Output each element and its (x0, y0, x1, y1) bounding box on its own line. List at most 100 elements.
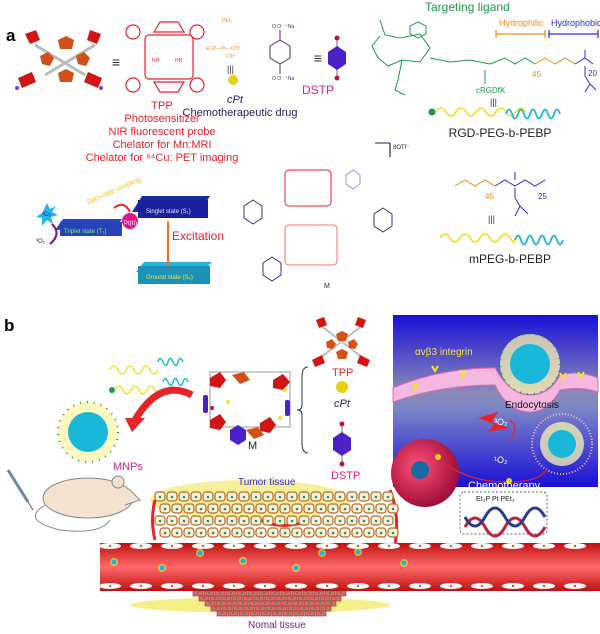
tumor-cell (154, 515, 166, 526)
normal-cell (293, 610, 305, 617)
tumor-cell (291, 503, 303, 514)
normal-cell (280, 590, 292, 597)
normal-cell (242, 595, 254, 602)
normal-cell (260, 610, 272, 617)
endothelial-cell (254, 543, 276, 549)
normal-cell (253, 595, 265, 602)
tumor-cell (346, 491, 358, 502)
syringe-icon (6, 469, 34, 511)
tumor-cell (183, 527, 195, 538)
jablonski-diagram (36, 196, 212, 284)
tumor-cell (243, 503, 255, 514)
normal-cell (236, 590, 248, 597)
crgdfk-label: cRGDfK (476, 86, 506, 95)
normal-cell (282, 610, 294, 617)
circulating-mnp (158, 564, 166, 572)
endothelial-cell (378, 583, 400, 589)
triplet-oxygen-label-b: ³O₂ (494, 417, 508, 427)
counterion-label: 8OTf⁻ (393, 145, 410, 151)
peg-repeat-2: 45 (485, 192, 494, 201)
endothelial-cell (409, 543, 431, 549)
svg-text:|||: ||| (488, 214, 495, 224)
tumor-cell (387, 503, 399, 514)
ground-state-label: Ground state (S₀) (146, 275, 193, 281)
endothelial-cell (533, 583, 555, 589)
triplet-oxygen-label-a: ³O₂ (36, 239, 45, 245)
tpp-role-nir-probe: NIR fluorescent probe (108, 126, 216, 138)
normal-cell (238, 610, 250, 617)
cpt-sphere (336, 381, 348, 393)
endothelial-cell (471, 583, 493, 589)
normal-cell (298, 605, 310, 612)
normal-cell (243, 605, 255, 612)
tumor-cell (334, 515, 346, 526)
endothelial-cell (440, 583, 462, 589)
tumor-cell (159, 527, 171, 538)
dstp-3d-model-b (333, 421, 351, 467)
tumor-cell (207, 527, 219, 538)
tumor-cell (231, 527, 243, 538)
svg-text:OTf: OTf (226, 54, 235, 60)
tumor-cell (298, 491, 310, 502)
endothelial-cell (316, 583, 338, 589)
dstp-label: DSTP (302, 83, 335, 97)
tumor-cell (214, 491, 226, 502)
normal-cell (297, 595, 309, 602)
cpt-label-b: cPt (334, 398, 350, 410)
normal-cell (203, 590, 215, 597)
normal-cell (286, 595, 298, 602)
tumor-cell (310, 491, 322, 502)
endothelial-cell (316, 543, 338, 549)
tumor-cell (334, 491, 346, 502)
tumor-cell (315, 527, 327, 538)
tumor-cell (327, 527, 339, 538)
tpp-role-mri: Chelator for Mn:MRI (112, 139, 212, 151)
tumor-cell (363, 527, 375, 538)
tumor-cell (207, 503, 219, 514)
svg-text:O O⁻ ⁺Na: O O⁻ ⁺Na (272, 76, 294, 82)
macrocycle-m-structure (243, 169, 393, 282)
tumor-cell (195, 527, 207, 538)
tumor-cell (255, 527, 267, 538)
normal-tissue-cells (192, 590, 347, 617)
normal-cell (249, 610, 261, 617)
normal-cell (254, 605, 266, 612)
endothelial-cells (99, 543, 586, 589)
circulating-mnp (400, 559, 408, 567)
cpt-description: Chemotherapeutic drug (182, 107, 298, 119)
tumor-cell (303, 527, 315, 538)
tumor-cell (166, 515, 178, 526)
normal-cell (264, 595, 276, 602)
tumor-cell (202, 515, 214, 526)
circulating-mnp (196, 549, 204, 557)
tumor-cell (346, 515, 358, 526)
normal-cell (210, 605, 222, 612)
mpeg-polymer-cartoon (439, 233, 564, 246)
tumor-cell (154, 491, 166, 502)
tumor-cell (339, 503, 351, 514)
singlet-oxygen-label-a: ¹O₂ (42, 212, 51, 218)
tumor-cell (190, 515, 202, 526)
normal-cell (304, 610, 316, 617)
tumor-cell (327, 503, 339, 514)
tumor-cell (274, 491, 286, 502)
tumor-cell (382, 515, 394, 526)
blood-vessel (100, 543, 600, 591)
tumor-cell (231, 503, 243, 514)
tumor-cell (238, 491, 250, 502)
pebp-repeat-1: 20 (588, 69, 597, 78)
mpeg-pebp-structure (454, 172, 546, 217)
tumor-cell (358, 515, 370, 526)
tumor-cell (382, 491, 394, 502)
tumor-cell (298, 515, 310, 526)
tumor-cell (286, 515, 298, 526)
svg-text:PEt₃: PEt₃ (222, 18, 232, 24)
svg-text:|||: ||| (490, 97, 497, 107)
tumor-cell (279, 527, 291, 538)
component-brace (296, 366, 309, 454)
tpp-3d-model-b (312, 317, 370, 367)
normal-cell (287, 605, 299, 612)
svg-text:|||: ||| (227, 64, 234, 74)
endothelial-cell (347, 583, 369, 589)
